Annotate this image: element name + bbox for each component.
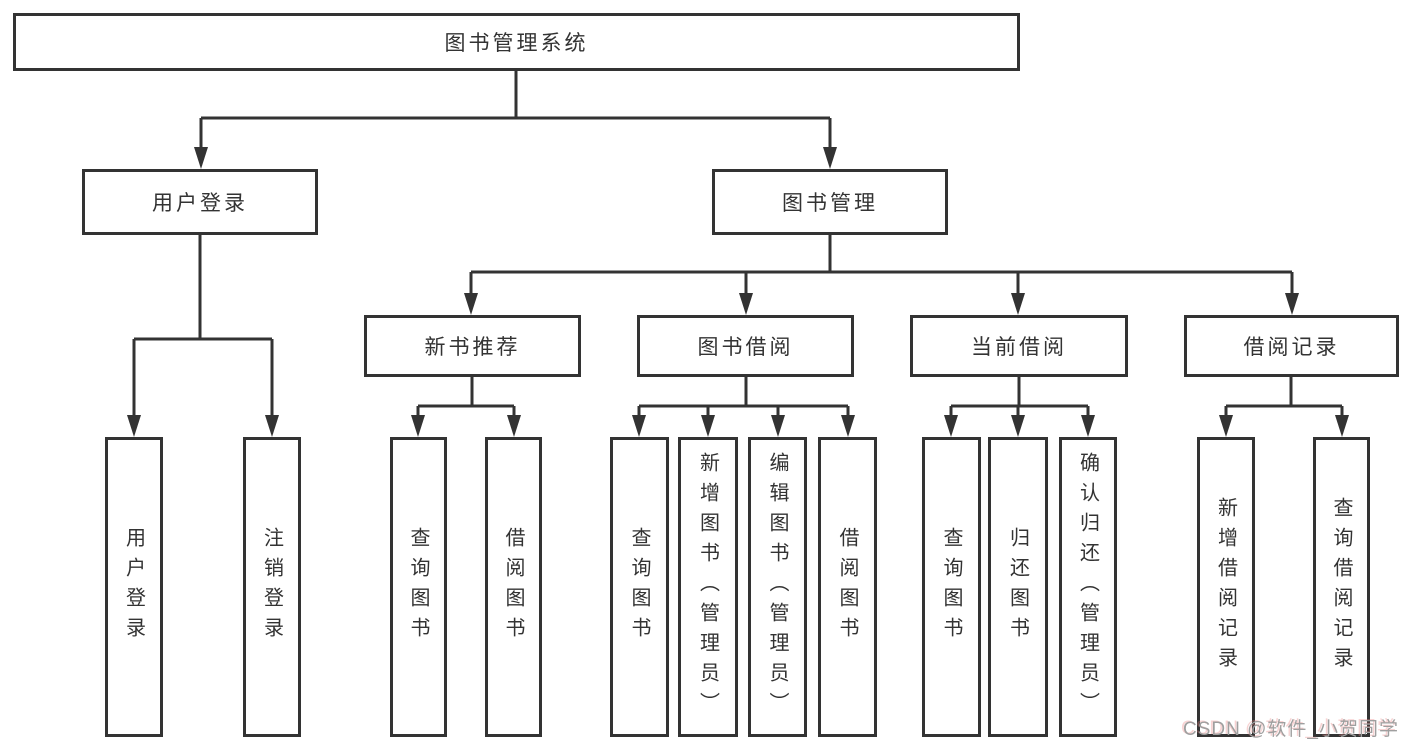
- edge-current-borrow-to-children: [944, 377, 1095, 437]
- edge-new-book-rec-to-children: [411, 377, 521, 437]
- node-book-management: 图书管理: [712, 169, 948, 235]
- leaf-borrow-book-recommend: 借阅图书: [485, 437, 542, 737]
- edge-user-login-to-children: [127, 235, 279, 437]
- leaf-confirm-return-admin: 确认归还（管理员）: [1059, 437, 1117, 737]
- node-book-borrowing: 图书借阅: [637, 315, 854, 377]
- leaf-logout: 注销登录: [243, 437, 301, 737]
- leaf-add-borrow-record: 新增借阅记录: [1197, 437, 1255, 737]
- leaf-query-book-recommend: 查询图书: [390, 437, 447, 737]
- node-borrowing-records: 借阅记录: [1184, 315, 1399, 377]
- edge-root-to-level2: [194, 70, 837, 169]
- leaf-user-login: 用户登录: [105, 437, 163, 737]
- node-book-management-system: 图书管理系统: [13, 13, 1020, 71]
- edge-book-borrow-to-children: [632, 377, 855, 437]
- leaf-edit-book-admin: 编辑图书（管理员）: [748, 437, 807, 737]
- node-new-book-recommend: 新书推荐: [364, 315, 581, 377]
- edge-book-mgmt-to-level3: [464, 235, 1299, 315]
- leaf-query-borrow-record: 查询借阅记录: [1313, 437, 1370, 737]
- leaf-add-book-admin: 新增图书（管理员）: [678, 437, 738, 737]
- leaf-query-book-borrowing: 查询图书: [610, 437, 669, 737]
- csdn-watermark: CSDN @软件_小贺同学: [1183, 719, 1399, 740]
- edge-borrow-records-to-children: [1219, 377, 1349, 437]
- node-current-borrowing: 当前借阅: [910, 315, 1128, 377]
- leaf-return-book: 归还图书: [988, 437, 1048, 737]
- leaf-query-book-current: 查询图书: [922, 437, 981, 737]
- node-user-login: 用户登录: [82, 169, 318, 235]
- leaf-borrow-book-borrowing: 借阅图书: [818, 437, 877, 737]
